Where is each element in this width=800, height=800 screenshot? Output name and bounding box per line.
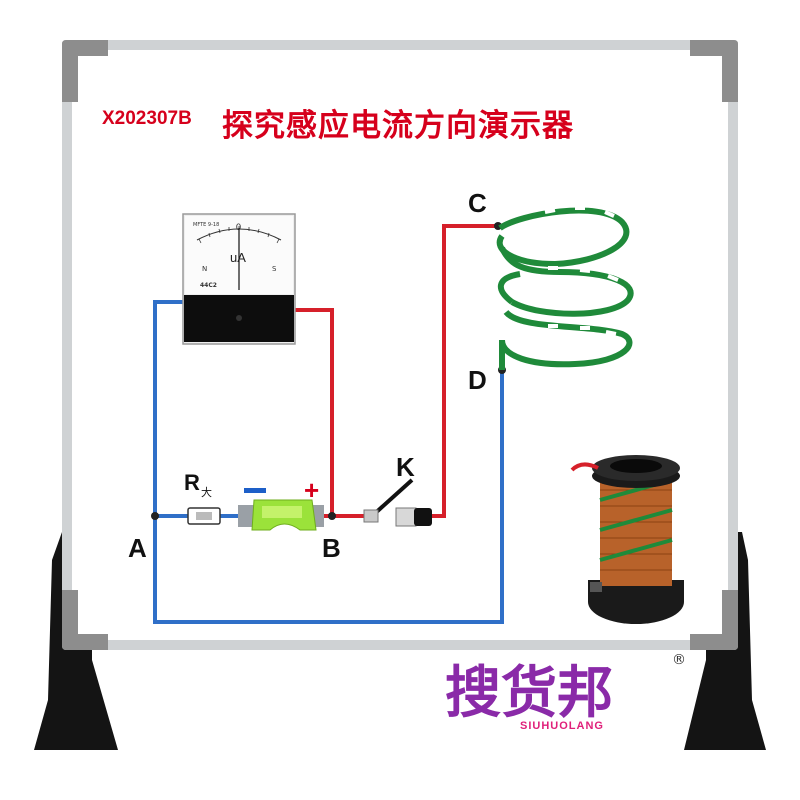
watermark-logo-text: 搜货邦: [445, 661, 613, 726]
meter-model-label: MFTE 9-18: [193, 222, 220, 228]
label-resistor: R: [184, 470, 200, 495]
watermark-logo-latin: SIUHUOLANG: [520, 720, 604, 732]
label-resistor-subscript: 大: [201, 486, 212, 499]
node-a: [151, 512, 159, 520]
battery-holder: [238, 499, 324, 531]
copper-solenoid: [570, 455, 684, 624]
node-b: [328, 512, 336, 520]
label-point-a: A: [128, 533, 147, 563]
label-point-d: D: [468, 365, 487, 395]
red-wire-meter-b: [292, 308, 334, 516]
corner-cap-top-right: [690, 40, 738, 102]
corner-cap-top-left: [62, 40, 108, 102]
red-wire-switch-c: [432, 224, 498, 518]
coil-tape-marks: [544, 206, 619, 336]
meter-pole-s: S: [272, 265, 277, 273]
blue-wire-loop: [153, 300, 504, 624]
model-code: X202307B: [102, 108, 192, 129]
battery-negative-mark: [244, 488, 266, 493]
switch-k: [363, 478, 432, 527]
label-switch-k: K: [396, 452, 415, 482]
registered-mark: ®: [672, 652, 686, 668]
label-point-b: B: [322, 533, 341, 563]
ammeter: [182, 213, 296, 345]
corner-cap-bottom-left: [62, 590, 108, 650]
label-point-c: C: [468, 188, 487, 218]
board-title: 探究感应电流方向演示器: [222, 108, 574, 144]
meter-unit-label: uA: [230, 250, 246, 265]
meter-brand-label: 44C2: [200, 282, 217, 289]
meter-zero-label: 0: [236, 222, 242, 232]
battery-positive-mark: +: [304, 475, 320, 505]
corner-cap-bottom-right: [690, 590, 738, 650]
meter-pole-n: N: [202, 265, 208, 273]
